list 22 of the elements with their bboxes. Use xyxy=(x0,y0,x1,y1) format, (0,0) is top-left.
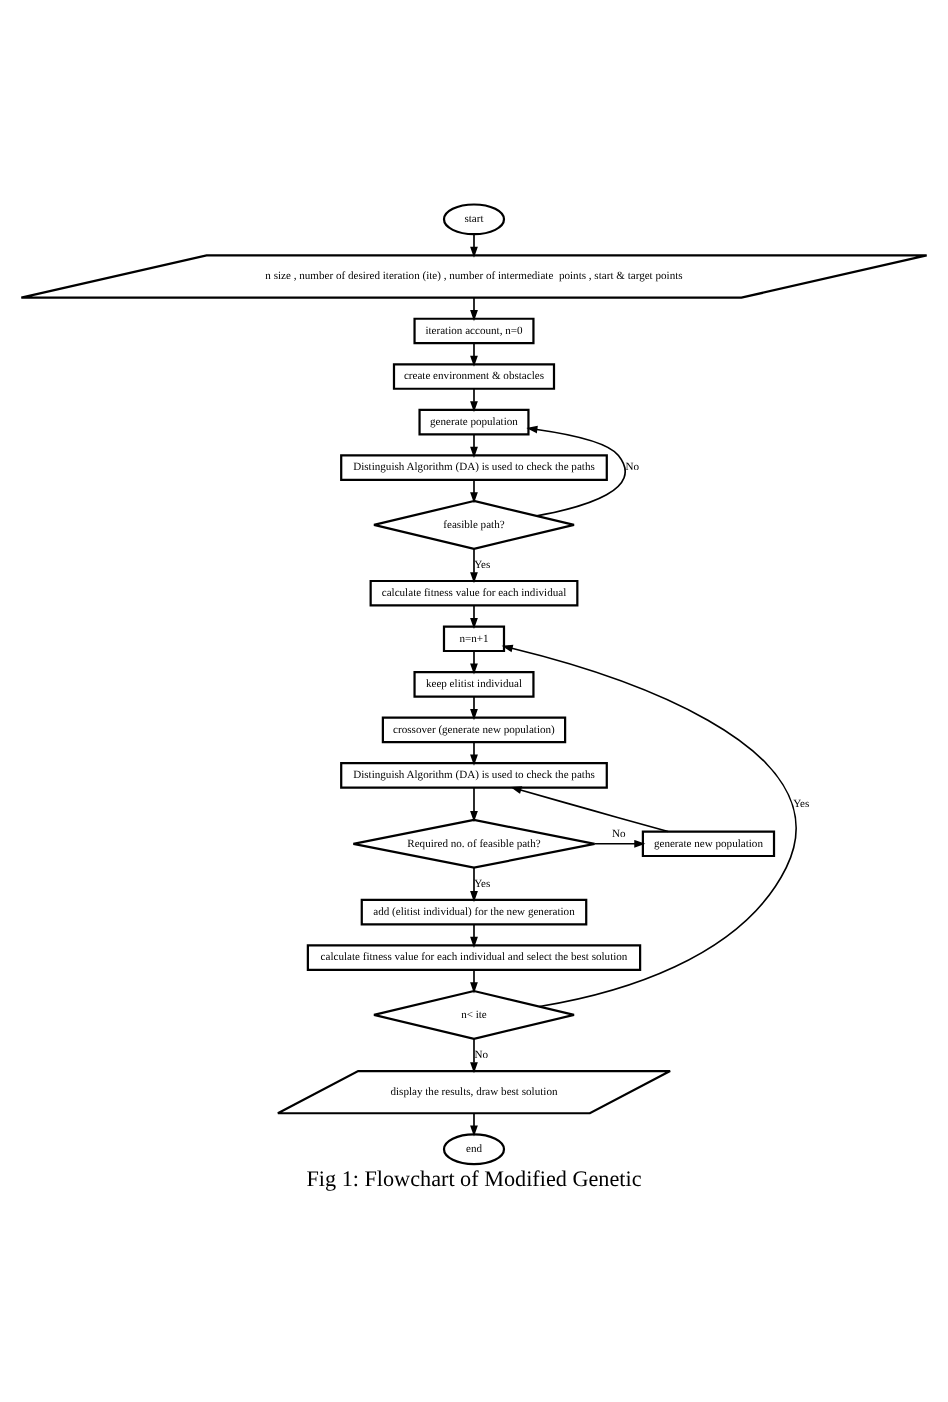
arrow xyxy=(470,604,478,630)
arrow xyxy=(501,644,797,1008)
arrow xyxy=(470,969,478,994)
arrow xyxy=(470,867,478,903)
arrow xyxy=(470,741,478,766)
arrow xyxy=(470,650,478,675)
arrow xyxy=(470,233,478,258)
arrow xyxy=(593,839,646,848)
arrow xyxy=(470,1038,478,1074)
arrow xyxy=(470,388,478,413)
arrow xyxy=(510,786,669,833)
arrow xyxy=(470,433,478,458)
arrow xyxy=(470,479,478,504)
arrow xyxy=(470,342,478,367)
arrow xyxy=(470,923,478,948)
arrow xyxy=(470,548,478,584)
arrow xyxy=(526,425,627,517)
arrow xyxy=(470,786,478,823)
arrow xyxy=(470,1112,478,1137)
arrow xyxy=(470,296,478,322)
caption: Fig 1: Flowchart of Modified Genetic xyxy=(306,1168,642,1193)
arrow xyxy=(470,696,478,721)
